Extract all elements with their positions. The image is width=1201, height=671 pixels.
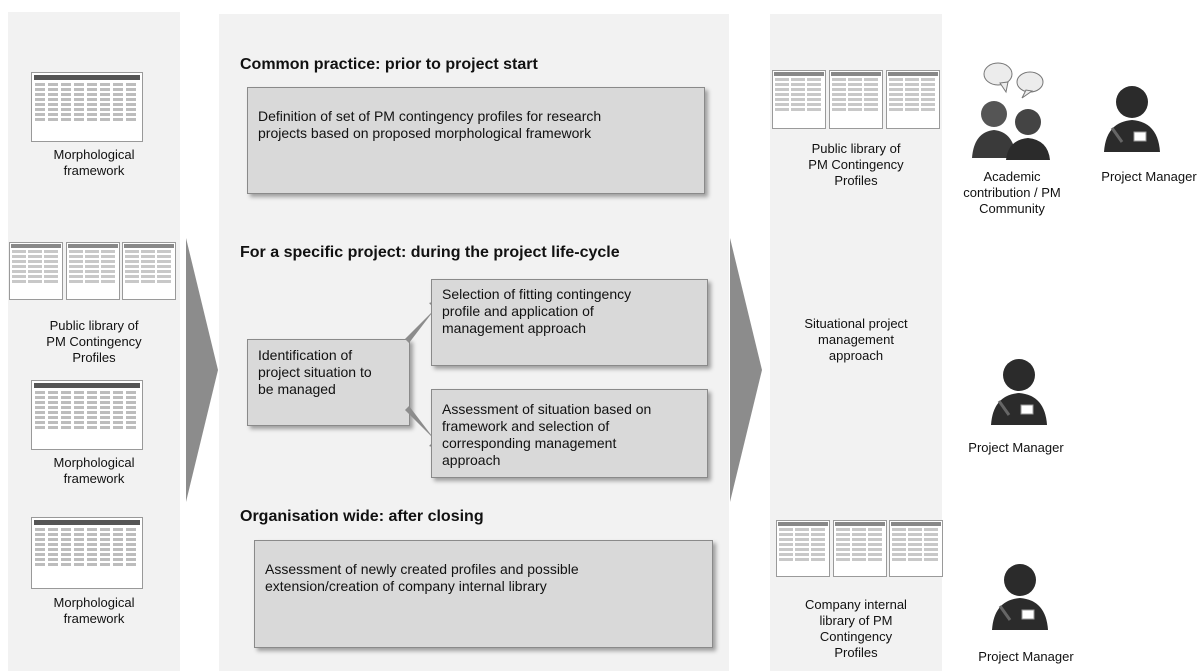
right-chevron-arrow — [730, 238, 762, 502]
project-manager-icon — [992, 564, 1048, 630]
academic-community-icon — [972, 62, 1050, 160]
contingency-profile-card — [833, 520, 887, 577]
project-manager-icon — [1104, 86, 1160, 152]
arrow-to-selection — [405, 298, 445, 343]
morphological-framework-thumbnail — [31, 517, 143, 589]
left-chevron-arrow — [186, 238, 218, 502]
morphological-framework-thumbnail — [31, 380, 143, 450]
arrow-to-assessment — [405, 406, 445, 451]
contingency-profile-card — [776, 520, 830, 577]
caption-project-manager-top: Project Manager — [1101, 169, 1197, 184]
organisation-assessment-box: Assessment of newly created profiles and… — [254, 540, 713, 648]
caption-project-manager-bottom: Project Manager — [978, 649, 1074, 664]
contingency-profile-card — [889, 520, 943, 577]
contingency-profile-card — [886, 70, 940, 129]
section-title-project-life-cycle: For a specific project: during the proje… — [240, 244, 620, 261]
contingency-profile-card — [66, 242, 120, 300]
caption-project-manager-middle: Project Manager — [968, 440, 1064, 455]
contingency-profile-card — [829, 70, 883, 129]
contingency-profile-card — [9, 242, 63, 300]
contingency-profile-card — [772, 70, 826, 129]
contingency-profile-card — [122, 242, 176, 300]
project-manager-icon — [991, 359, 1047, 425]
section-title-prior-to-start: Common practice: prior to project start — [240, 56, 538, 73]
morphological-framework-thumbnail — [31, 72, 143, 142]
definition-box: Definition of set of PM contingency prof… — [247, 87, 705, 194]
section-title-after-closing: Organisation wide: after closing — [240, 508, 484, 525]
